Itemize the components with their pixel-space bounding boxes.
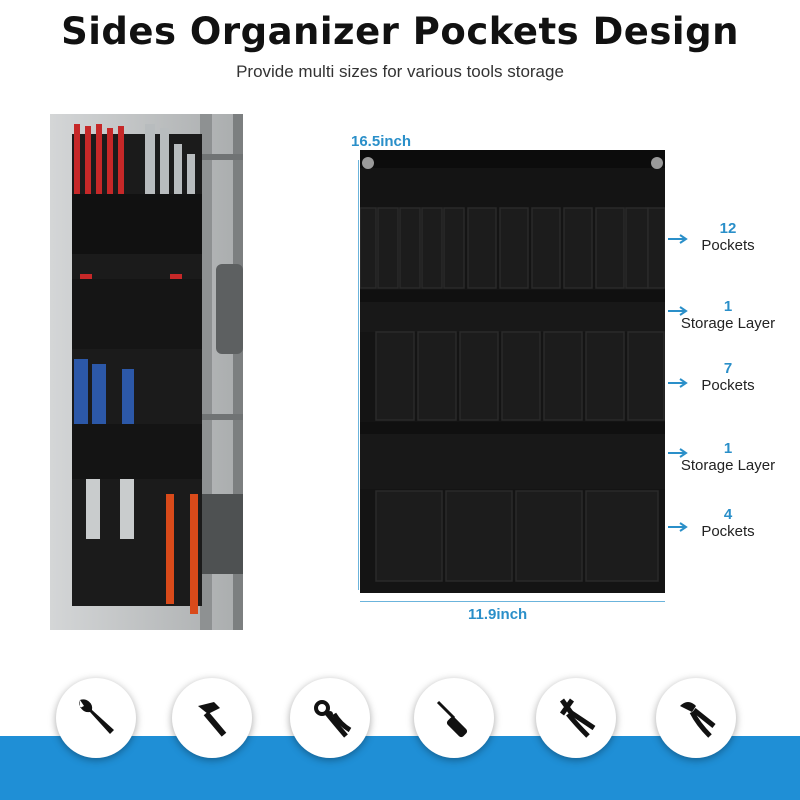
- organizer-illustration: [359, 150, 666, 593]
- feature-number: 1: [723, 298, 733, 315]
- height-dimension-line: [358, 160, 359, 590]
- screwdriver-icon-circle: [414, 678, 494, 758]
- feature-label: Pockets: [701, 237, 755, 254]
- feature-label: Pockets: [701, 377, 755, 394]
- arrow-right-icon: [668, 378, 688, 388]
- feature-12-pockets: 12 Pockets: [668, 220, 788, 255]
- cutting-pliers-icon: [559, 698, 596, 738]
- cutting-pliers-icon-circle: [536, 678, 616, 758]
- pliers-icon-circle: [290, 678, 370, 758]
- arrow-right-icon: [668, 234, 688, 244]
- feature-number: 7: [723, 360, 733, 377]
- bottom-band: [0, 736, 800, 800]
- hammer-icon-circle: [172, 678, 252, 758]
- height-dimension-label: 16.5inch: [351, 133, 412, 150]
- pliers-icon: [314, 700, 352, 738]
- product-in-use-photo: [50, 114, 243, 630]
- pruning-shears-icon-circle: [656, 678, 736, 758]
- feature-number: 12: [719, 220, 737, 237]
- arrow-right-icon: [668, 448, 688, 458]
- feature-label: Storage Layer: [680, 315, 776, 332]
- wrench-icon-circle: [56, 678, 136, 758]
- arrow-right-icon: [668, 522, 688, 532]
- feature-number: 1: [723, 440, 733, 457]
- width-dimension-label: 11.9inch: [468, 606, 528, 623]
- pruning-shears-icon: [680, 702, 716, 738]
- hammer-icon: [198, 702, 227, 737]
- page-title: Sides Organizer Pockets Design: [61, 10, 739, 53]
- feature-storage-layer-2: 1 Storage Layer: [668, 440, 788, 475]
- shelf-illustration: [50, 114, 243, 630]
- organizer-panel: [359, 150, 666, 593]
- screwdriver-icon: [436, 700, 468, 738]
- feature-4-pockets: 4 Pockets: [668, 506, 788, 541]
- wrench-icon: [79, 699, 114, 734]
- feature-7-pockets: 7 Pockets: [668, 360, 788, 395]
- page-subtitle: Provide multi sizes for various tools st…: [236, 62, 564, 81]
- feature-storage-layer-1: 1 Storage Layer: [668, 298, 788, 333]
- arrow-right-icon: [668, 306, 688, 316]
- feature-number: 4: [723, 506, 733, 523]
- feature-label: Pockets: [701, 523, 755, 540]
- width-dimension-line: [360, 601, 665, 602]
- feature-label: Storage Layer: [680, 457, 776, 474]
